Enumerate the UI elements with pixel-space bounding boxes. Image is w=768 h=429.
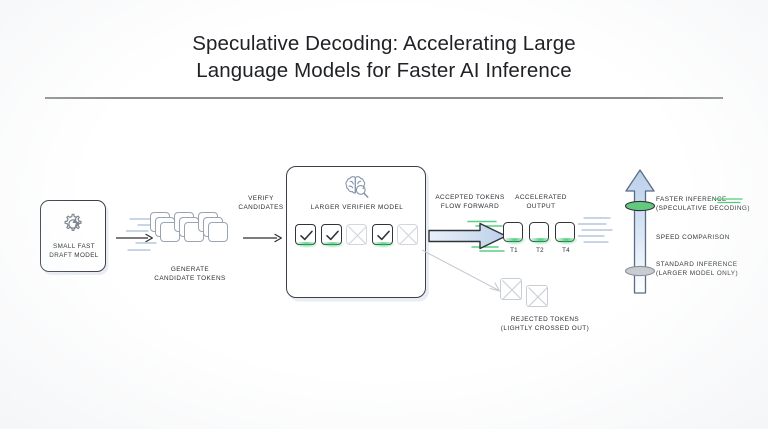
- speed-comparison-label: SPEED COMPARISON: [656, 234, 730, 241]
- page-title: Speculative Decoding: Accelerating Large…: [0, 30, 768, 84]
- accept-glow: [554, 238, 578, 245]
- output-token-label: T1: [510, 247, 518, 254]
- arrow-to-rejected-tokens: [421, 249, 501, 292]
- rejected-token: [500, 278, 522, 300]
- cross-box-icon: [528, 287, 548, 307]
- output-token: T2: [528, 222, 552, 254]
- token-rejected: [346, 224, 367, 245]
- verifier-token-row: [295, 224, 419, 250]
- verify-candidates-caption: VERIFY CANDIDATES: [238, 195, 284, 211]
- gear-bolt-icon: [64, 213, 82, 231]
- check-icon: [300, 230, 313, 241]
- accelerated-output-tokens: T1 T2 T4: [502, 222, 578, 254]
- output-token: T1: [502, 222, 526, 254]
- title-divider: [45, 97, 723, 99]
- faster-inference-marker: [624, 200, 656, 212]
- rejected-tokens-caption: REJECTED TOKENS (LIGHTLY CROSSED OUT): [500, 316, 590, 332]
- token-accepted: [371, 224, 395, 248]
- arrow-candidates-to-verifier: [243, 233, 282, 243]
- verifier-model-label: LARGER VERIFIER MODEL: [310, 204, 404, 211]
- accept-glow: [528, 238, 552, 245]
- output-token-label: T2: [536, 247, 544, 254]
- token-accepted: [295, 224, 318, 248]
- accept-glow: [502, 238, 526, 245]
- speed-lines-output: [578, 217, 613, 243]
- draft-model-label: SMALL FAST DRAFT MODEL: [49, 243, 99, 259]
- standard-inference-marker: [624, 265, 656, 277]
- accelerated-output-caption: ACCELERATED OUTPUT: [515, 194, 567, 210]
- faster-inference-label: FASTER INFERENCE (SPECULATIVE DECODING): [656, 196, 750, 212]
- accepted-flow-caption: ACCEPTED TOKENS FLOW FORWARD: [435, 194, 505, 210]
- rejected-token: [526, 285, 548, 307]
- speed-lines-faster: [713, 198, 743, 204]
- cross-box-icon: [399, 226, 418, 245]
- candidate-token-stacks: [150, 212, 228, 258]
- draft-model-card: SMALL FAST DRAFT MODEL: [40, 200, 106, 272]
- cross-box-icon: [348, 226, 367, 245]
- generate-candidates-caption: GENERATE CANDIDATE TOKENS: [154, 266, 226, 282]
- cross-box-icon: [502, 280, 522, 300]
- verifier-model-card: LARGER VERIFIER MODEL: [286, 166, 426, 298]
- token-rejected: [397, 224, 418, 245]
- standard-inference-label: STANDARD INFERENCE (LARGER MODEL ONLY): [656, 261, 739, 277]
- title-line-1: Speculative Decoding: Accelerating Large: [192, 32, 576, 55]
- check-icon: [325, 230, 339, 241]
- output-token-label: T4: [562, 247, 570, 254]
- check-icon: [376, 230, 390, 241]
- output-token: T4: [554, 222, 578, 254]
- candidate-stack: [198, 212, 232, 252]
- brain-magnifier-icon: [345, 176, 369, 198]
- candidate-card: [208, 222, 228, 242]
- title-line-2: Language Models for Faster AI Inference: [196, 59, 572, 82]
- rejected-tokens-group: [500, 278, 562, 312]
- token-accepted: [320, 224, 344, 248]
